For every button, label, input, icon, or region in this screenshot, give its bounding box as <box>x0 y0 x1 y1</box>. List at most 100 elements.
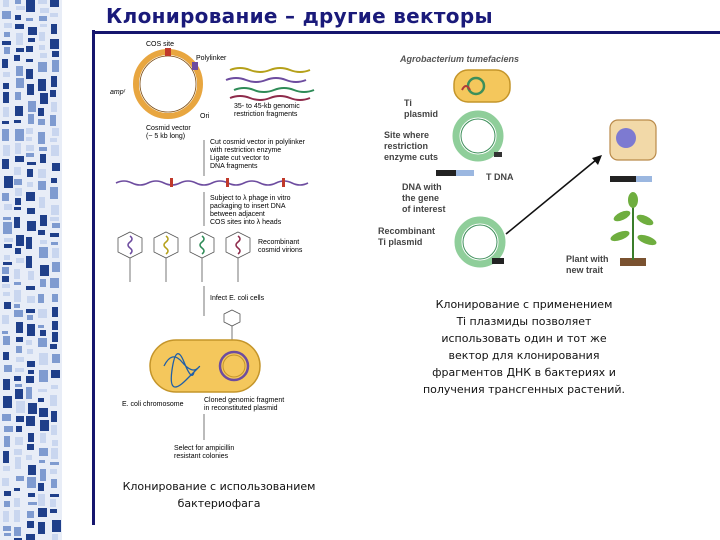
barcode-bar <box>2 284 10 288</box>
barcode-bar <box>3 222 12 234</box>
barcode-bar <box>14 55 20 61</box>
cloned-label: Cloned genomic fragment <box>204 397 284 404</box>
barcode-bar <box>15 437 23 445</box>
barcode-bar <box>28 493 35 497</box>
barcode-bar <box>51 205 59 215</box>
barcode-bar <box>38 230 45 235</box>
barcode-bar <box>2 41 11 45</box>
barcode-bar <box>52 223 60 228</box>
barcode-bar <box>3 145 10 156</box>
barcode-bar <box>51 448 58 459</box>
barcode-bar <box>39 197 45 208</box>
slide-title: Клонирование – другие векторы <box>106 4 493 28</box>
barcode-bar <box>2 59 8 68</box>
barcode-bar <box>50 395 57 406</box>
barcode-bar <box>28 27 37 35</box>
gene-fragment <box>456 170 474 176</box>
barcode-bar <box>14 488 20 491</box>
barcode-bar <box>3 379 10 390</box>
barcode-bar <box>27 182 33 187</box>
barcode-bar <box>40 93 48 104</box>
barcode-bar <box>52 332 58 342</box>
barcode-bar <box>39 370 48 382</box>
phage-virions <box>117 231 251 282</box>
barcode-bar <box>26 128 33 134</box>
barcode-bar <box>16 476 24 481</box>
barcode-bar <box>50 499 56 507</box>
polylinker-marker <box>192 62 198 70</box>
barcode-bar <box>2 129 9 141</box>
barcode-bar <box>4 176 13 188</box>
barcode-bar <box>15 129 24 141</box>
barcode-bar <box>2 414 11 421</box>
barcode-bar <box>52 294 58 302</box>
barcode-bar <box>14 527 21 536</box>
genomic-fragment <box>229 95 311 101</box>
barcode-bar <box>38 79 46 91</box>
barcode-bar <box>26 153 34 157</box>
right-caption-line: Клонирование с применением <box>435 298 613 311</box>
barcode-bar <box>27 296 35 303</box>
barcode-bar <box>40 330 46 336</box>
cosmid-vector-ring <box>133 49 203 119</box>
genomic-fragment <box>233 87 315 93</box>
plant-label-2: new trait <box>566 265 603 275</box>
barcode-bar <box>52 354 60 363</box>
barcode-bar <box>4 204 12 210</box>
barcode-bar <box>14 217 20 228</box>
gene-label: DNA with <box>402 182 442 192</box>
barcode-bar <box>38 398 44 402</box>
barcode-bar <box>26 376 34 383</box>
barcode-bar <box>3 352 9 360</box>
barcode-bar <box>40 433 46 443</box>
barcode-bar <box>51 425 57 435</box>
barcode-bar <box>27 324 35 336</box>
barcode-bar <box>52 60 59 72</box>
barcode-bar <box>39 16 47 21</box>
barcode-bar <box>16 337 23 342</box>
barcode-bar <box>3 511 9 522</box>
barcode-bar <box>4 501 10 507</box>
step1-text-4: DNA fragments <box>210 163 258 170</box>
barcode-bar <box>16 258 24 263</box>
cos-site-marker <box>165 48 171 56</box>
barcode-bar <box>14 538 22 540</box>
barcode-bar <box>28 433 34 442</box>
barcode-bar <box>39 45 45 50</box>
barcode-bar <box>28 502 37 505</box>
barcode-bar <box>26 387 32 399</box>
barcode-bar <box>27 521 34 528</box>
barcode-bar <box>51 411 57 422</box>
barcode-bar <box>16 48 24 52</box>
ori-label: Ori <box>200 113 210 120</box>
barcode-bar <box>3 72 10 77</box>
recombinant-ti-plasmid <box>454 216 506 268</box>
select-label-2: resistant colonies <box>174 453 229 460</box>
barcode-bar <box>50 115 56 126</box>
barcode-bar <box>51 385 58 389</box>
left-caption: Клонирование с использованием бактериофа… <box>104 478 334 512</box>
barcode-bar <box>3 466 10 471</box>
ti-plasmid-ring <box>452 110 504 162</box>
barcode-bar <box>16 33 23 45</box>
barcode-bar <box>51 479 57 488</box>
barcode-bar <box>28 114 34 124</box>
select-label: Select for ampicillin <box>174 445 234 452</box>
decorative-stripe <box>0 0 62 540</box>
virions-label: Recombinant <box>258 239 299 246</box>
barcode-bar <box>51 102 57 112</box>
barcode-bar <box>26 69 33 79</box>
barcode-bar <box>16 346 22 353</box>
barcode-bar <box>2 11 11 19</box>
cosmid-size-label: (~ 5 kb long) <box>146 133 185 140</box>
fragments-label-2: restriction fragments <box>234 111 298 118</box>
barcode-bar <box>50 13 58 17</box>
barcode-bar <box>3 92 9 103</box>
virions-label-2: cosmid virions <box>258 247 303 254</box>
barcode-bar <box>15 0 21 4</box>
right-caption-line: фрагментов ДНК в бактериях и <box>432 366 616 379</box>
barcode-bar <box>26 416 35 426</box>
barcode-bar <box>14 207 21 210</box>
barcode-bar <box>52 534 58 540</box>
barcode-bar <box>16 66 23 76</box>
